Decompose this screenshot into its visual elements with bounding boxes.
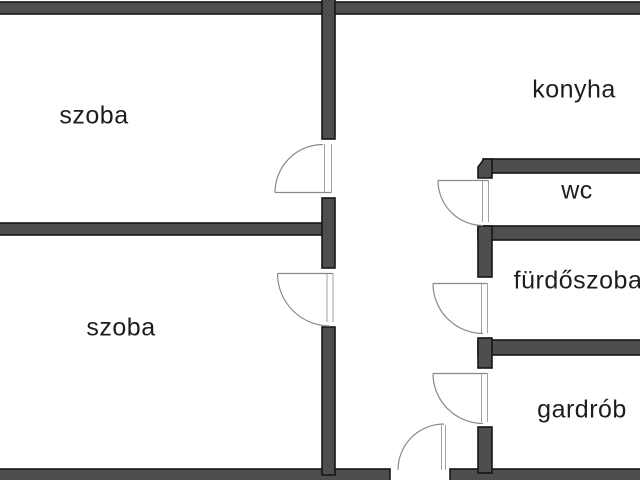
door-swing-arc <box>397 423 445 471</box>
door-swing-arc <box>437 180 484 227</box>
room-label-szoba-top: szoba <box>59 101 129 130</box>
wall-top <box>0 1 640 15</box>
doors <box>274 143 489 471</box>
door-swing-arc <box>432 373 484 425</box>
door-swing-arc <box>432 283 484 335</box>
room-label-furdoszoba: fürdőszoba <box>513 266 640 295</box>
door-toilet <box>437 179 489 227</box>
wall-center-upper <box>321 0 336 140</box>
wall-wc-top <box>482 158 640 174</box>
room-label-szoba-bottom: szoba <box>86 313 156 342</box>
wall-wardrobe-top <box>477 339 640 356</box>
wall-bottom-left <box>0 468 391 480</box>
room-label-gardrob: gardrób <box>537 395 627 424</box>
room-label-konyha: konyha <box>532 75 616 104</box>
door-swing-arc <box>274 143 324 193</box>
door-wardrobe <box>432 372 488 425</box>
wall-bottom-right <box>449 468 640 480</box>
wall-bath-stub-lower <box>477 426 493 474</box>
room-label-wc: wc <box>561 176 593 205</box>
wall-center-middle <box>321 197 336 269</box>
wall-room-divider <box>0 222 324 236</box>
door-bathroom <box>432 282 488 335</box>
door-swing-arc <box>276 273 331 327</box>
door-room-top-left <box>274 143 332 194</box>
wall-center-lower <box>321 326 336 476</box>
wall-wc-endcap <box>477 158 493 179</box>
wall-bath-stub-middle <box>477 337 493 369</box>
wall-bath-stub-upper <box>477 225 493 278</box>
wall-wc-bottom <box>477 225 640 241</box>
door-entry <box>397 423 446 471</box>
door-room-bottom-left <box>276 272 334 327</box>
